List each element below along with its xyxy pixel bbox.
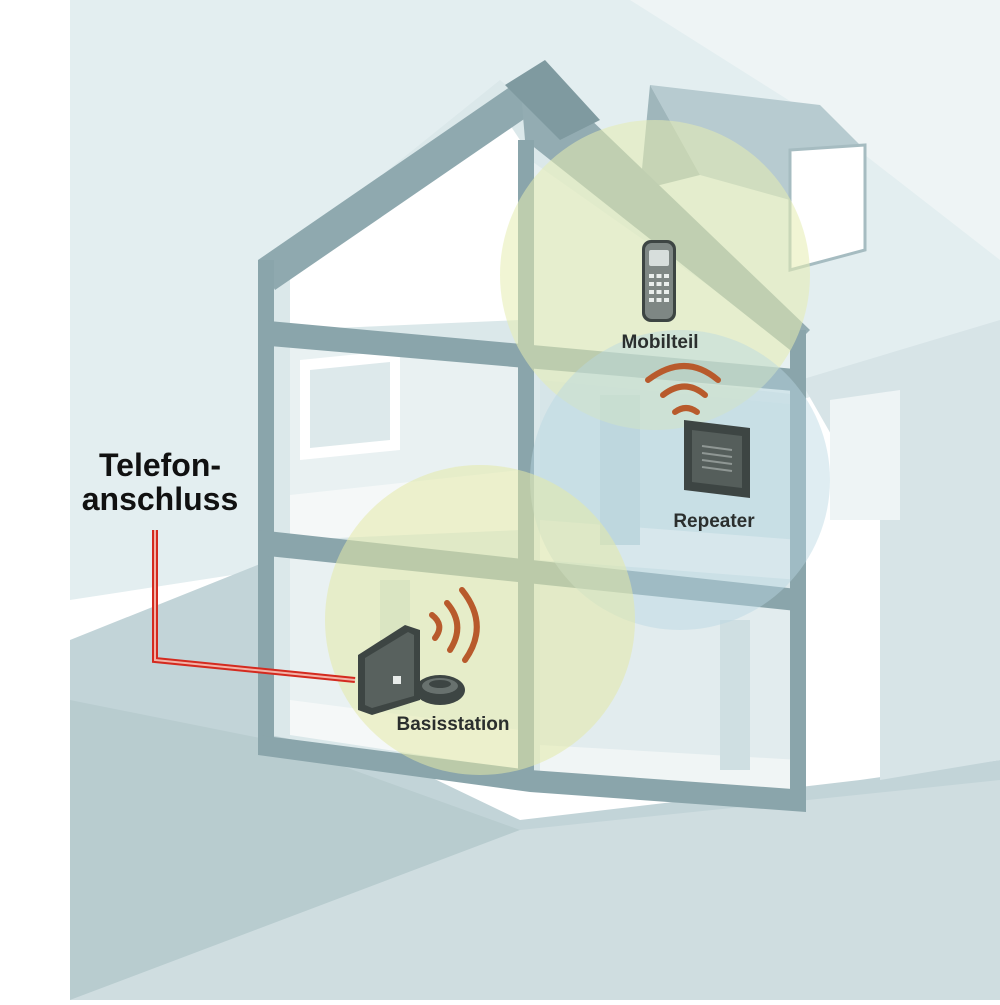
handset-label: Mobilteil <box>621 332 698 353</box>
repeater-device-icon <box>684 420 750 498</box>
repeater-label: Repeater <box>673 511 755 532</box>
base-station-label: Basisstation <box>397 714 510 735</box>
handset-icon <box>642 240 676 322</box>
labels: Telefon- anschluss Mobilteil Repeater Ba… <box>82 332 756 735</box>
base-station-icon <box>358 625 465 715</box>
phone-line-label-line1: Telefon- <box>99 447 221 483</box>
phone-line-label-line2: anschluss <box>82 481 239 517</box>
radio-waves-icon-base <box>429 587 480 663</box>
phone-cable <box>152 530 356 683</box>
radio-waves-icon <box>645 363 721 415</box>
